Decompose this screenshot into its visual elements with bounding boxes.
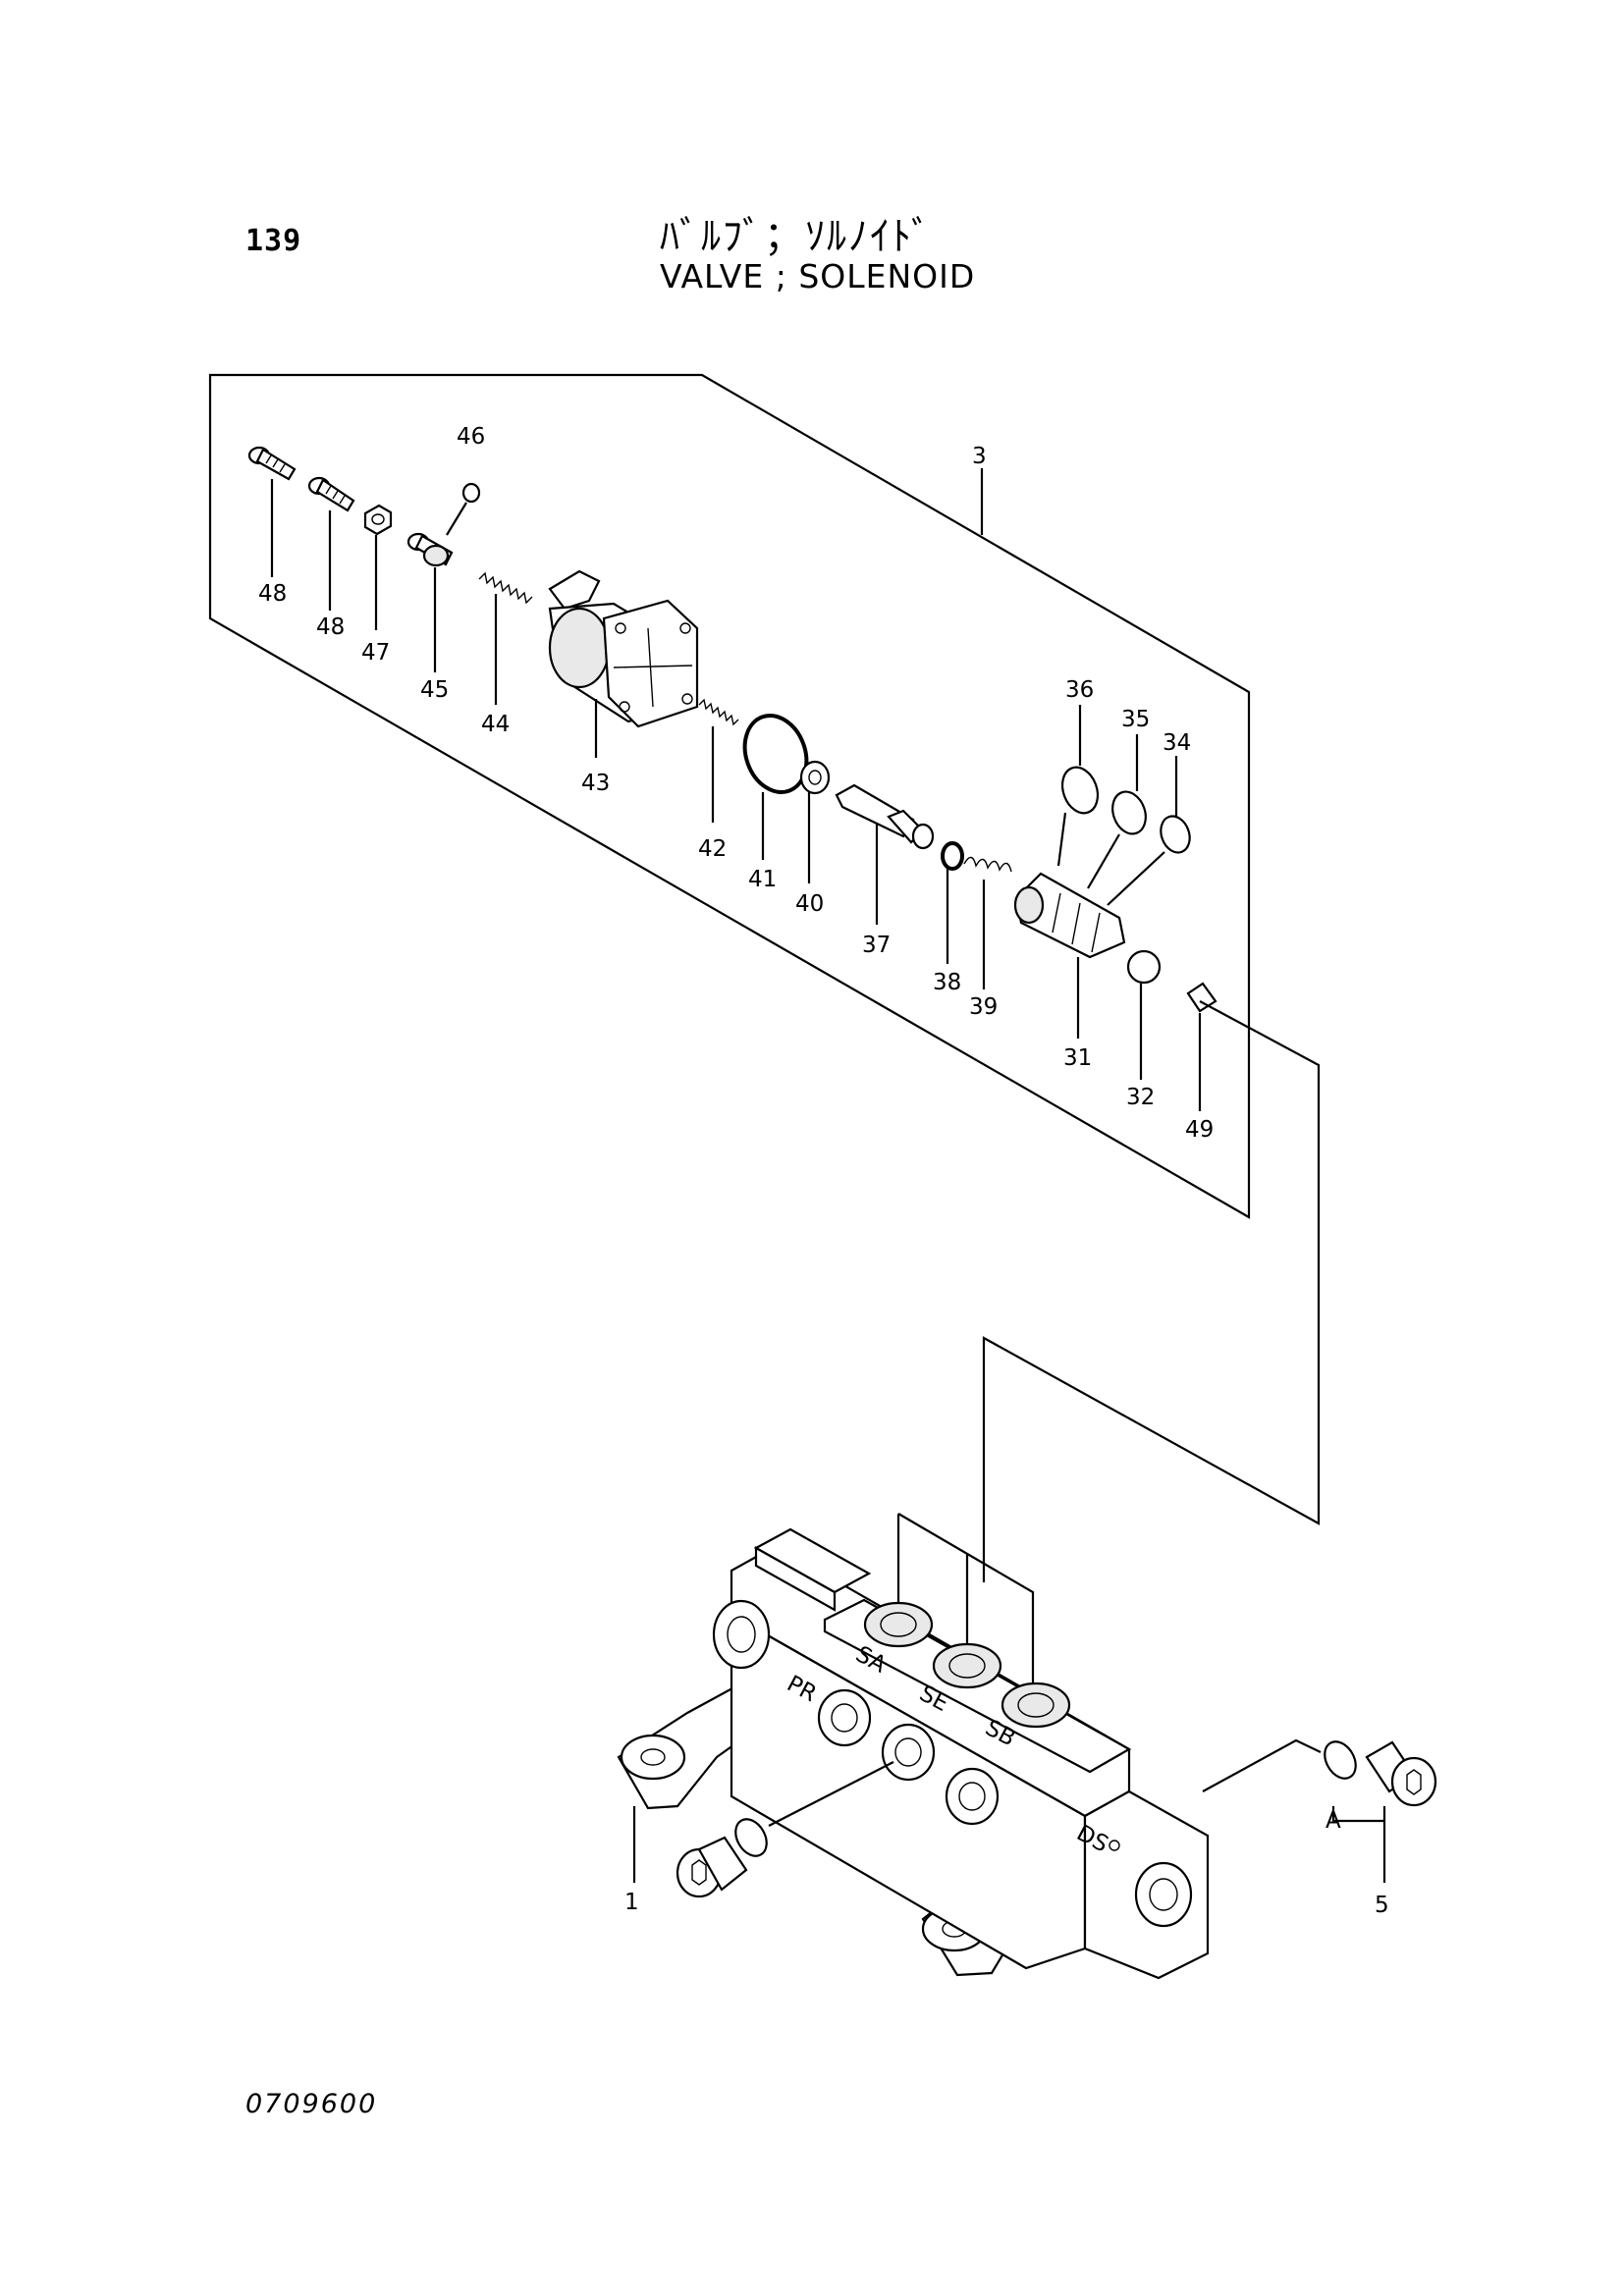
assembly-boundary-3: [208, 373, 1251, 1219]
leader-34-to-sleeve: [1107, 851, 1165, 906]
spool-37: [835, 783, 935, 850]
o-ring-36: [1060, 766, 1100, 815]
plug-32: [1126, 949, 1162, 985]
sleeve-31: [1013, 872, 1126, 959]
callout-48-upper: 48: [258, 581, 287, 607]
o-ring-35: [1111, 790, 1147, 835]
page-number: 139: [245, 224, 302, 258]
callout-32: 32: [1126, 1085, 1155, 1110]
valve-body-1: [617, 1527, 1210, 1980]
callout-31: 31: [1063, 1045, 1092, 1071]
spring-39: [963, 856, 1012, 873]
callout-45: 45: [420, 677, 449, 703]
callout-48-lower: 48: [316, 614, 345, 640]
callout-3: 3: [972, 444, 987, 469]
callout-40: 40: [795, 891, 824, 917]
spring-44: [478, 571, 533, 605]
o-ring-34: [1160, 815, 1191, 854]
callout-47: 47: [361, 640, 390, 666]
callout-1: 1: [624, 1890, 639, 1915]
o-ring-A: [1324, 1740, 1357, 1780]
ring-38: [941, 841, 964, 871]
callout-49: 49: [1185, 1117, 1214, 1143]
connection-line-49: [982, 1000, 1321, 1582]
callout-38: 38: [933, 970, 961, 995]
solenoid-43: [548, 569, 699, 728]
bolt-48-lower: [307, 476, 355, 512]
leader-5-bracket: [1331, 1806, 1386, 1883]
callout-43: 43: [581, 771, 610, 796]
nut-47: [363, 504, 393, 536]
callout-37: 37: [862, 933, 891, 958]
page-title-japanese: ﾊﾞﾙﾌﾞ；ｿﾙﾉｲﾄﾞ: [660, 214, 933, 259]
callout-A: A: [1325, 1808, 1341, 1834]
leader-36-to-sleeve: [1056, 812, 1067, 867]
callout-44: 44: [481, 712, 510, 737]
bolt-48-upper: [247, 446, 297, 481]
callout-36: 36: [1065, 677, 1094, 703]
callout-46: 46: [457, 424, 485, 450]
spring-42: [698, 698, 739, 726]
callout-41: 41: [748, 867, 777, 892]
callout-34: 34: [1163, 730, 1191, 756]
drawing-code: 0709600: [245, 2089, 378, 2119]
page-title-english: VALVE ; SOLENOID: [660, 257, 976, 295]
o-ring-41: [742, 714, 809, 794]
clip-49: [1186, 982, 1217, 1013]
callout-5: 5: [1375, 1893, 1389, 1918]
o-ring-5-front: [734, 1818, 768, 1857]
leader-35-to-sleeve: [1087, 833, 1120, 889]
plug-5-front: [676, 1836, 748, 1898]
callout-42: 42: [698, 836, 727, 862]
o-ring-46: [461, 482, 481, 504]
screw-45: [406, 532, 454, 567]
callout-35: 35: [1121, 707, 1150, 732]
plug-5-right: [1365, 1740, 1437, 1807]
callout-39: 39: [969, 994, 998, 1020]
leader-46: [446, 502, 467, 536]
leader-front-plug: [768, 1761, 894, 1827]
leader-right-plug: [1202, 1738, 1322, 1792]
washer-40: [799, 760, 831, 795]
